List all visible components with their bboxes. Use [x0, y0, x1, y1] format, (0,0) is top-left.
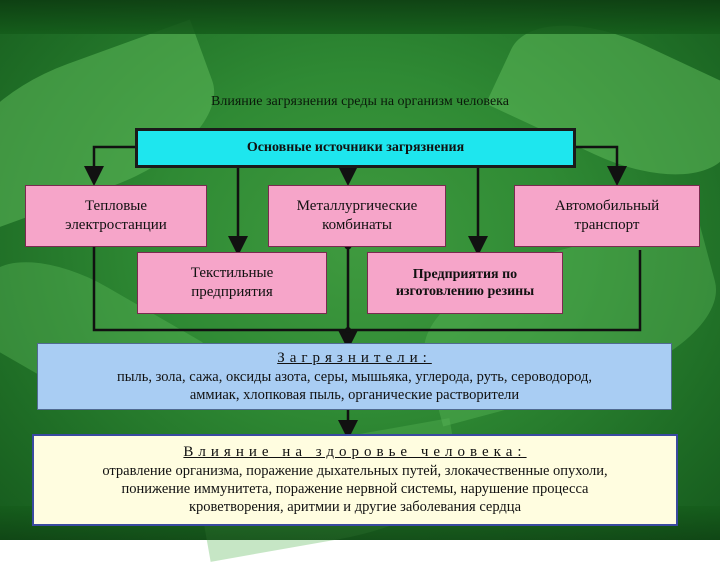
source-textile: Текстильные предприятия — [137, 252, 327, 314]
source-metallurgy: Металлургические комбинаты — [268, 185, 446, 247]
top-band — [0, 0, 720, 34]
health-effects-box: Влияние на здоровье человека: отравление… — [32, 434, 678, 526]
source-label: Предприятия по изготовлению резины — [395, 266, 535, 300]
health-line: кроветворения, аритмии и другие заболева… — [189, 499, 521, 516]
source-label: Тепловые электростанции — [65, 198, 167, 233]
health-heading: Влияние на здоровье человека: — [183, 444, 527, 461]
pollutants-line: пыль, зола, сажа, оксиды азота, серы, мы… — [117, 368, 592, 385]
pollutants-heading: Загрязнители: — [277, 350, 432, 366]
source-label: Текстильные предприятия — [190, 265, 274, 300]
health-line: понижение иммунитета, поражение нервной … — [121, 481, 589, 498]
source-thermal-power: Тепловые электростанции — [25, 185, 207, 247]
pollutants-line: аммиак, хлопковая пыль, органические рас… — [189, 386, 520, 403]
health-line: отравление организма, поражение дыхатель… — [102, 463, 608, 480]
pollutants-box: Загрязнители: пыль, зола, сажа, оксиды а… — [37, 343, 672, 410]
source-automobile: Автомобильный транспорт — [514, 185, 700, 247]
source-rubber: Предприятия по изготовлению резины — [367, 252, 563, 314]
diagram-title: Влияние загрязнения среды на организм че… — [211, 94, 509, 109]
sources-header-label: Основные источники загрязнения — [246, 140, 465, 156]
source-label: Автомобильный транспорт — [554, 198, 660, 233]
source-label: Металлургические комбинаты — [296, 198, 418, 233]
sources-header-box: Основные источники загрязнения — [135, 128, 576, 168]
